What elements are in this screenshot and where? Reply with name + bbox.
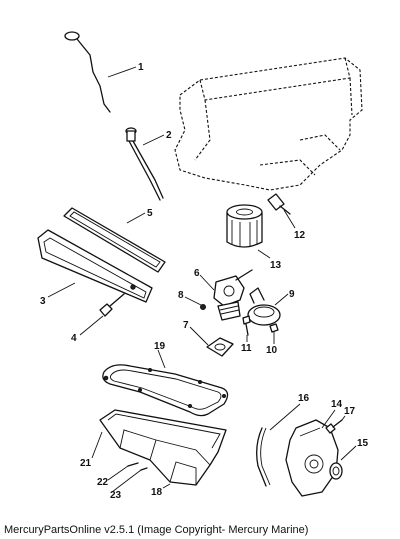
image-caption: MercuryPartsOnline v2.5.1 (Image Copyrig… <box>4 524 309 536</box>
oil-pan <box>99 409 227 486</box>
callout-16: 16 <box>298 393 310 404</box>
timing-cover-bolt <box>325 419 343 434</box>
callout-4: 4 <box>71 333 77 344</box>
pump-gasket <box>206 337 234 357</box>
callout-8: 8 <box>178 290 184 301</box>
leader-lines <box>47 66 357 493</box>
timing-cover-gasket <box>256 427 271 487</box>
callout-15: 15 <box>357 438 369 449</box>
engine-block-outline <box>174 57 363 191</box>
callout-10: 10 <box>266 345 278 356</box>
valve-cover <box>37 229 153 303</box>
callout-11: 11 <box>241 343 252 354</box>
callout-7: 7 <box>183 320 189 331</box>
callout-6: 6 <box>194 268 200 279</box>
callout-21: 21 <box>80 458 92 469</box>
oil-pump <box>213 269 253 321</box>
oil-pickup-screen <box>247 287 281 326</box>
drain-plug <box>127 462 139 467</box>
callout-5: 5 <box>147 208 153 219</box>
callout-12: 12 <box>294 230 306 241</box>
callout-3: 3 <box>40 296 46 307</box>
callout-2: 2 <box>166 130 172 141</box>
callout-23: 23 <box>110 490 122 501</box>
valve-cover-bolt <box>99 293 125 317</box>
screw <box>200 304 206 310</box>
crank-seal <box>329 462 343 480</box>
drain-plug-washer <box>140 467 148 471</box>
pickup-bolt <box>242 315 251 336</box>
callout-22: 22 <box>97 477 109 488</box>
valve-cover-gasket <box>63 207 166 273</box>
callout-13: 13 <box>270 260 282 271</box>
callout-1: 1 <box>138 62 144 73</box>
callout-9: 9 <box>289 289 295 300</box>
callout-19: 19 <box>154 341 166 352</box>
filter-adapter-fitting <box>267 193 291 215</box>
callout-14: 14 <box>331 399 343 410</box>
callout-18: 18 <box>151 487 163 498</box>
dipstick <box>64 31 111 113</box>
dipstick-tube <box>125 127 164 201</box>
oil-filter <box>226 204 263 248</box>
parts-diagram: 1 2 3 4 5 6 7 8 9 10 11 12 13 14 15 16 1… <box>37 31 369 501</box>
callout-17: 17 <box>344 406 356 417</box>
timing-cover <box>285 419 339 497</box>
pickup-nut <box>269 323 279 333</box>
oil-pan-gasket <box>102 364 229 417</box>
